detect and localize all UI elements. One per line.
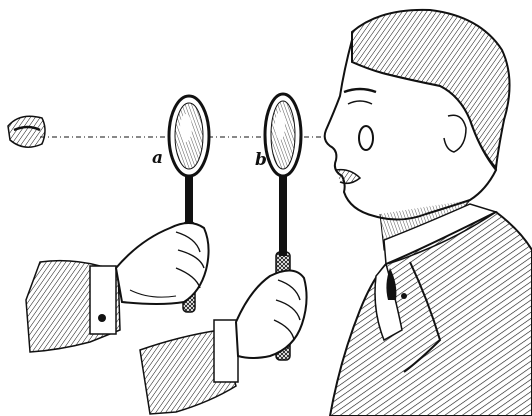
hand-holding-lens-a (26, 223, 209, 352)
man-profile (325, 10, 532, 416)
distant-object (8, 116, 45, 147)
lens-a-label: a (152, 148, 163, 168)
lens-b-label: b (255, 150, 267, 170)
